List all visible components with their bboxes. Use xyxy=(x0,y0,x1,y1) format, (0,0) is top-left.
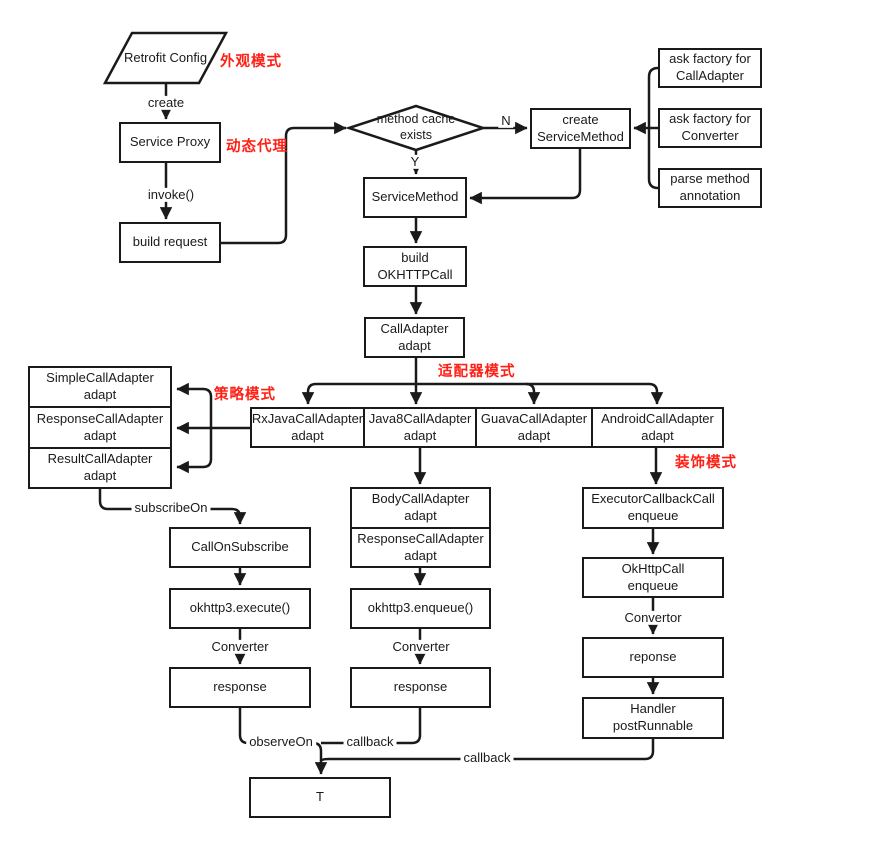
pattern-label-facade: 外观模式 xyxy=(220,54,282,70)
node-build-request: build request xyxy=(119,222,221,263)
node-call-adapter-adapt: CallAdapter adapt xyxy=(364,317,465,358)
edge-label-observe-on: observeOn xyxy=(246,734,316,750)
edge-label-no: N xyxy=(498,113,514,129)
node-build-okhttpcall: build OKHTTPCall xyxy=(363,246,467,287)
node-body-call-adapter: BodyCallAdapter adapt xyxy=(350,487,491,529)
edge-branch-to-guava xyxy=(525,382,541,405)
edge-label-converter-mid: Converter xyxy=(389,639,453,655)
edge-strategy-to-simple xyxy=(176,382,213,428)
node-ask-factory-call-adapter: ask factory for CallAdapter xyxy=(658,48,762,88)
edge-build-request-to-diamond xyxy=(221,121,347,245)
node-okhttp-call-enqueue: OkHttpCall enqueue xyxy=(582,557,724,598)
node-retrofit-config: Retrofit Config xyxy=(123,49,208,65)
node-call-on-subscribe: CallOnSubscribe xyxy=(169,527,311,568)
node-parse-method-annotation: parse method annotation xyxy=(658,168,762,208)
node-service-method: ServiceMethod xyxy=(363,177,467,218)
node-response-call-adapter-left: ResponseCallAdapter adapt xyxy=(28,406,172,449)
node-simple-call-adapter: SimpleCallAdapter adapt xyxy=(28,366,172,408)
node-android-call-adapter: AndroidCallAdapter adapt xyxy=(591,407,724,448)
edge-label-converter-left: Converter xyxy=(208,639,272,655)
node-ask-factory-converter: ask factory for Converter xyxy=(658,108,762,148)
node-executor-callback-call: ExecutorCallbackCall enqueue xyxy=(582,487,724,529)
node-method-cache-exists: method cache exists xyxy=(376,112,456,142)
node-okhttp3-enqueue: okhttp3.enqueue() xyxy=(350,588,491,629)
edge-label-invoke: invoke() xyxy=(144,187,198,203)
node-result-call-adapter: ResultCallAdapter adapt xyxy=(28,447,172,489)
edge-label-callback-right: callback xyxy=(460,750,514,766)
edge-label-create: create xyxy=(144,95,188,111)
node-t-result: T xyxy=(249,777,391,818)
node-handler-post-runnable: Handler postRunnable xyxy=(582,697,724,739)
pattern-label-adapter: 适配器模式 xyxy=(438,364,516,380)
node-response-left: response xyxy=(169,667,311,708)
edge-label-callback-mid: callback xyxy=(343,734,397,750)
edge-strategy-to-result xyxy=(176,428,213,474)
node-java8-call-adapter: Java8CallAdapter adapt xyxy=(363,407,477,448)
node-reponse-right: reponse xyxy=(582,637,724,678)
edge-handler-to-t xyxy=(319,739,655,762)
node-service-proxy: Service Proxy xyxy=(119,122,221,163)
node-rxjava-call-adapter: RxJavaCallAdapter adapt xyxy=(250,407,365,448)
edge-label-convertor-right: Convertor xyxy=(621,610,685,626)
edge-response-mid-join xyxy=(321,708,422,745)
node-create-service-method: create ServiceMethod xyxy=(530,108,631,149)
pattern-label-dynamic-proxy: 动态代理 xyxy=(226,139,288,155)
edge-create-sm-to-sm xyxy=(469,149,582,205)
node-okhttp3-execute: okhttp3.execute() xyxy=(169,588,311,629)
node-response-call-adapter-mid: ResponseCallAdapter adapt xyxy=(350,527,491,568)
edge-label-subscribe-on: subscribeOn xyxy=(131,500,211,516)
pattern-label-strategy: 策略模式 xyxy=(214,387,276,403)
node-guava-call-adapter: GuavaCallAdapter adapt xyxy=(475,407,593,448)
edge-branch-to-rxjava xyxy=(301,382,416,405)
edge-label-yes: Y xyxy=(407,154,423,170)
retrofit-config-parallelogram xyxy=(102,31,229,85)
edge-branch-to-android xyxy=(416,382,664,405)
pattern-label-decorator: 装饰模式 xyxy=(675,455,737,471)
node-response-mid: response xyxy=(350,667,491,708)
